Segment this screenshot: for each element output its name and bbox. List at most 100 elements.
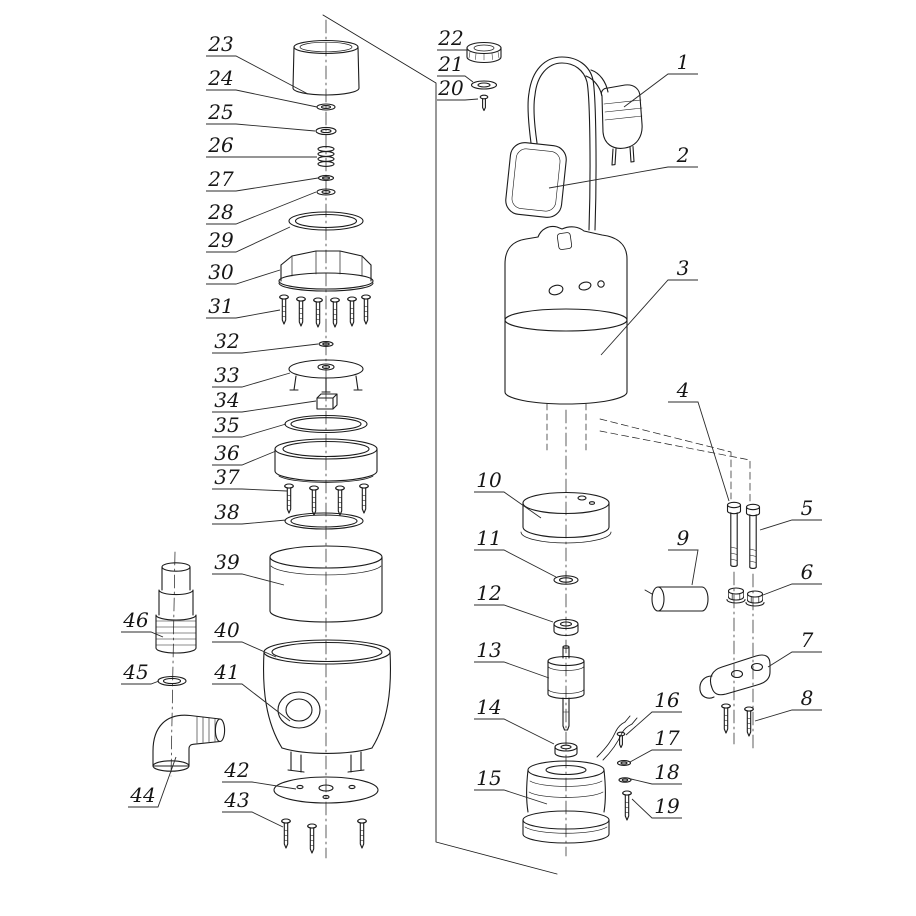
leader-line-23: [206, 55, 309, 95]
part-label-22: 22: [437, 26, 463, 50]
part-18-washer: [618, 777, 632, 783]
leader-line-32: [212, 343, 319, 354]
part-label-40: 40: [213, 618, 240, 642]
leader-line-4: [668, 401, 730, 502]
part-20-screw: [479, 94, 489, 112]
part-label-38: 38: [214, 500, 239, 524]
part-9-capacitor: [644, 586, 709, 612]
leader-line-12: [474, 604, 554, 623]
leader-line-37: [212, 488, 288, 492]
part-label-2: 2: [676, 143, 690, 167]
part-label-42: 42: [223, 758, 249, 782]
leader-line-31: [206, 309, 281, 319]
part-label-24: 24: [207, 66, 233, 90]
view-boundary-line: [322, 14, 558, 875]
leader-line-10: [474, 491, 542, 519]
part-label-8: 8: [801, 686, 814, 710]
leader-line-15: [474, 789, 548, 805]
leader-line-2: [548, 166, 698, 189]
leader-line-41: [212, 683, 291, 722]
part-label-36: 36: [214, 441, 240, 465]
leader-line-38: [212, 519, 287, 525]
part-12-bearing: [553, 618, 579, 637]
power-cord: [527, 56, 609, 231]
leader-line-1: [623, 73, 698, 108]
stator-lead-wires: [596, 715, 638, 761]
part-label-13: 13: [476, 638, 501, 662]
part-40-volute-body: [262, 639, 392, 773]
leader-line-30: [206, 269, 281, 285]
part-label-6: 6: [801, 560, 814, 584]
part-label-32: 32: [214, 329, 239, 353]
part-13-rotor: [547, 645, 585, 731]
part-45-washer: [157, 675, 187, 687]
leader-line-39: [212, 573, 285, 586]
part-label-34: 34: [214, 388, 239, 412]
leader-line-7: [767, 651, 822, 668]
part-label-26: 26: [207, 133, 234, 157]
part-label-3: 3: [677, 256, 690, 280]
leader-line-20: [437, 98, 479, 101]
part-label-23: 23: [207, 32, 233, 56]
leader-line-24: [206, 89, 318, 108]
leader-line-19: [631, 798, 682, 819]
part-label-5: 5: [801, 496, 814, 520]
part-label-17: 17: [654, 726, 680, 750]
part-label-27: 27: [207, 167, 234, 191]
part-38-o-ring: [284, 512, 364, 530]
part-8-screws: [721, 703, 754, 737]
part-label-35: 35: [214, 413, 239, 437]
part-label-37: 37: [214, 465, 240, 489]
part-label-31: 31: [208, 294, 233, 318]
part-7-handle-bracket: [699, 654, 771, 699]
part-19-screw: [622, 790, 632, 821]
part-33-impeller-plate: [288, 359, 364, 393]
part-label-28: 28: [207, 200, 233, 224]
part-43-screws: [281, 818, 367, 854]
part-28-washer: [316, 188, 336, 196]
leader-line-40: [212, 641, 277, 658]
leader-line-25: [206, 123, 316, 132]
part-2-float-switch: [505, 142, 567, 218]
part-label-1: 1: [677, 50, 690, 74]
leader-line-33: [212, 372, 291, 388]
part-26-spring: [317, 146, 335, 167]
part-label-16: 16: [654, 688, 680, 712]
part-label-29: 29: [207, 228, 234, 252]
leader-line-46: [121, 631, 164, 638]
part-label-18: 18: [654, 760, 679, 784]
part-label-43: 43: [223, 788, 249, 812]
part-label-14: 14: [476, 695, 501, 719]
part-14-bearing: [554, 742, 578, 758]
part-label-19: 19: [654, 794, 680, 818]
leader-line-35: [212, 423, 287, 438]
part-27-washer: [317, 175, 335, 181]
part-label-12: 12: [476, 581, 501, 605]
part-36-housing-ring: [274, 438, 378, 483]
part-label-7: 7: [801, 628, 814, 652]
part-30-bearing-cover: [278, 250, 374, 292]
leader-line-3: [600, 279, 698, 356]
part-label-10: 10: [476, 468, 502, 492]
leader-line-28: [206, 191, 317, 225]
part-label-33: 33: [214, 363, 239, 387]
leader-line-11: [474, 549, 557, 578]
part-5-bolts: [726, 501, 761, 569]
leader-line-9: [668, 549, 699, 586]
leader-line-29: [206, 226, 291, 253]
part-22-cap: [466, 41, 502, 64]
leader-line-13: [474, 661, 550, 679]
part-6-nuts: [726, 587, 765, 607]
part-21-washer: [470, 80, 498, 90]
part-39-outer-shell: [269, 545, 383, 623]
leader-line-18: [630, 778, 682, 785]
leader-line-8: [754, 709, 822, 722]
part-34-spacer-block: [316, 393, 338, 410]
part-46-hose-adapter: [155, 562, 197, 654]
leader-line-36: [212, 450, 277, 466]
part-label-46: 46: [122, 608, 149, 632]
leader-line-45: [121, 680, 160, 685]
part-label-25: 25: [207, 100, 233, 124]
